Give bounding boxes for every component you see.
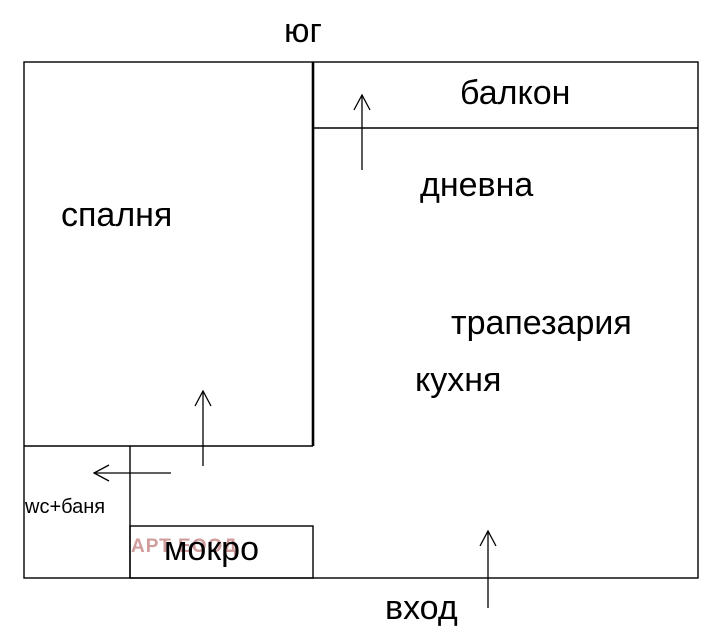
label-south: юг	[284, 12, 322, 50]
outer-wall	[23, 61, 699, 579]
label-wet: мокро	[164, 530, 259, 568]
door-arrow-balcony	[353, 93, 371, 170]
wet-area-wall	[129, 525, 314, 579]
label-entrance: вход	[385, 589, 458, 627]
watermark: АРТ ЕООД	[131, 536, 238, 557]
label-wc: wc+баня	[24, 496, 105, 518]
label-bedroom: спалня	[61, 196, 172, 234]
label-balcony: балкон	[460, 74, 570, 112]
door-arrow-bedroom	[194, 389, 212, 466]
door-arrow-entrance	[479, 529, 497, 608]
door-arrow-wc	[92, 464, 171, 482]
label-dining: трапезария	[451, 304, 632, 342]
label-living: дневна	[420, 166, 533, 204]
label-kitchen: кухня	[415, 361, 501, 399]
